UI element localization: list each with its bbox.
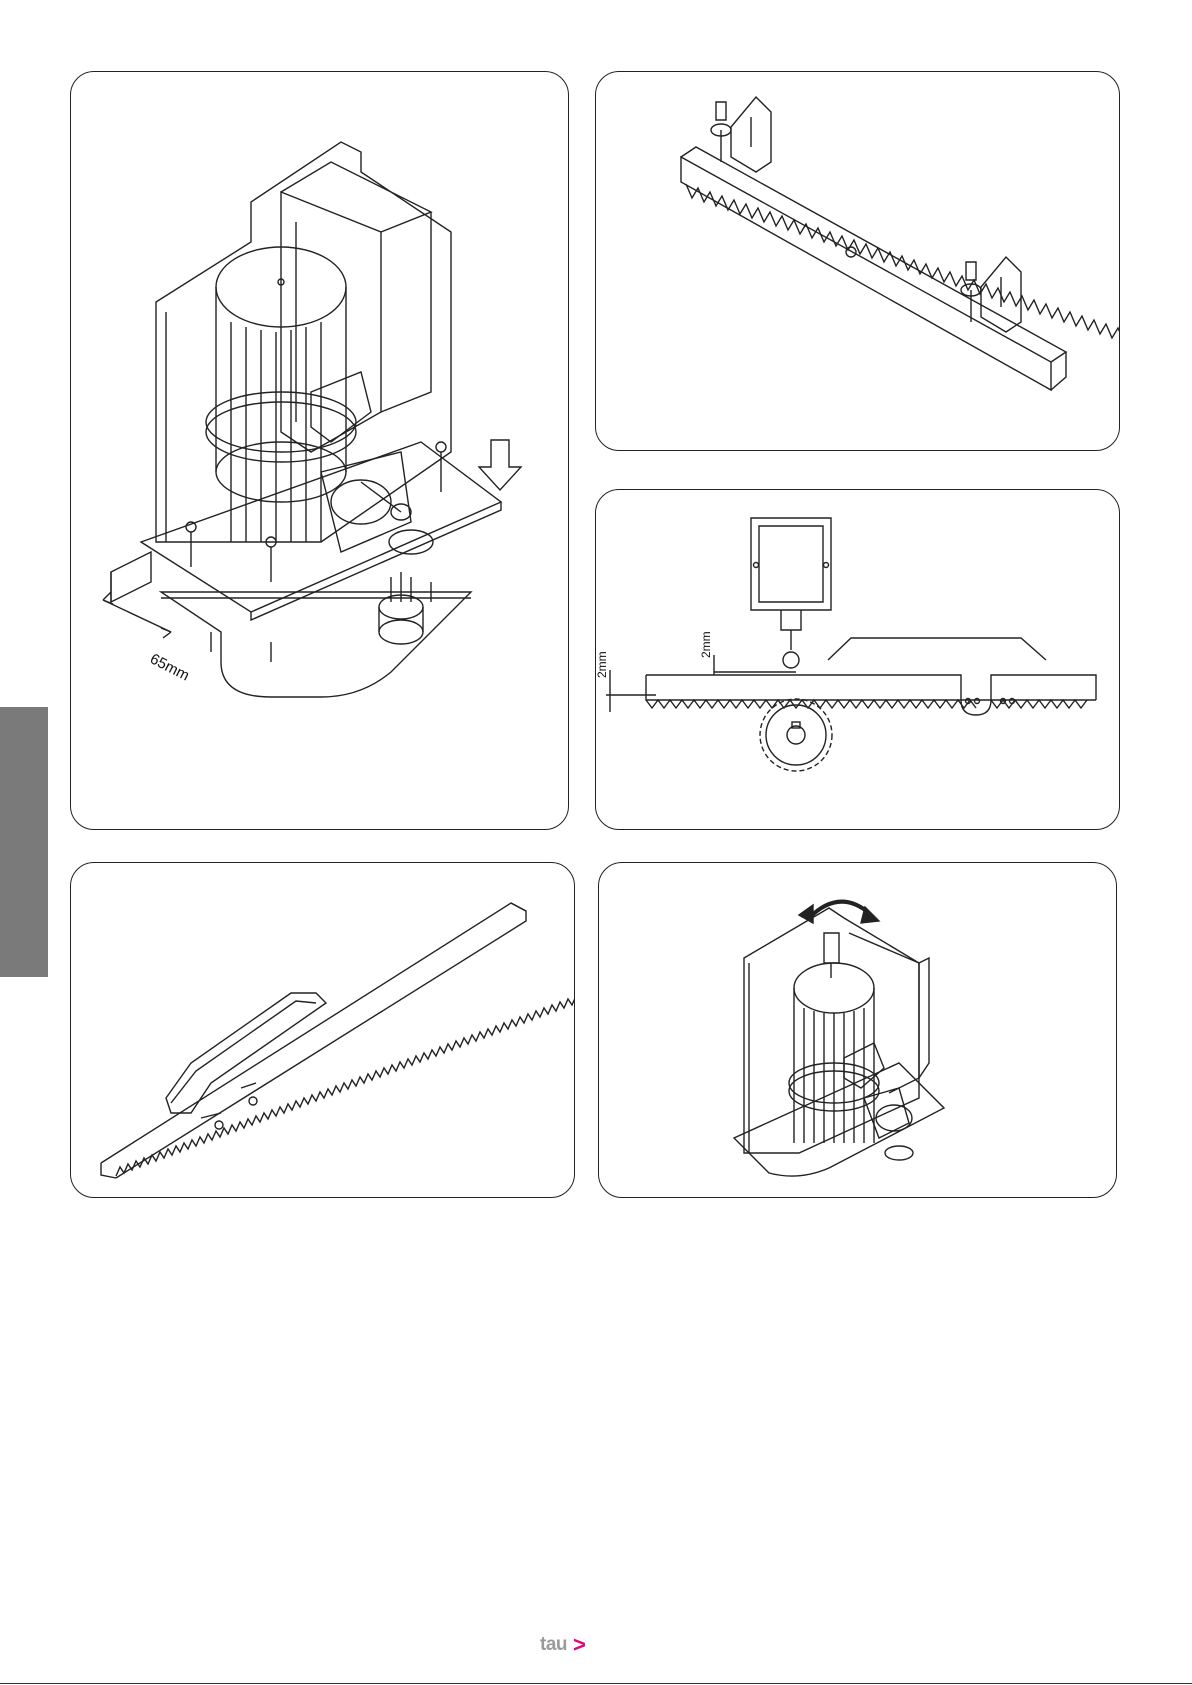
label-gap-center: 2mm <box>699 631 713 658</box>
figure-motor-release <box>598 862 1117 1198</box>
tau-logo: tau > <box>540 1632 586 1658</box>
label-gap-left: 2mm <box>596 651 609 678</box>
figure-rack-brackets <box>595 71 1120 451</box>
down-arrow-icon <box>479 440 521 490</box>
dimension-65mm: 65mm <box>147 650 192 684</box>
logo-chevron-icon: > <box>573 1632 586 1658</box>
curved-double-arrow-icon <box>799 902 879 923</box>
figure-motor-installation: 65mm <box>70 71 569 830</box>
logo-word: tau <box>540 1634 567 1656</box>
figure-rack-joint <box>70 862 575 1198</box>
bottom-divider <box>0 1683 1192 1684</box>
figure-rack-clearance: 2mm 2mm <box>595 489 1120 830</box>
section-side-tab <box>0 707 48 977</box>
